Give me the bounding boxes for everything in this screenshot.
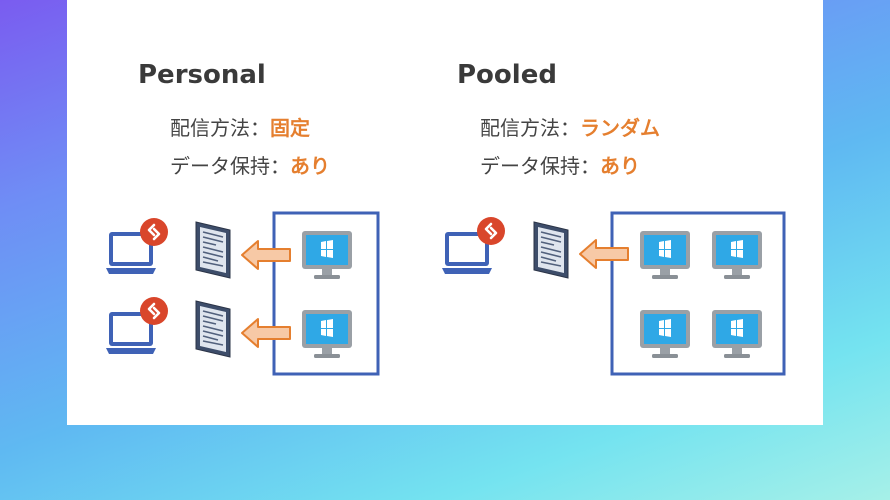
personal-arrow-1-icon — [241, 240, 291, 270]
pooled-delivery-value: ランダム — [580, 116, 660, 140]
personal-delivery-line: 配信方法：固定 — [170, 112, 310, 141]
personal-laptop-2 — [106, 295, 170, 354]
personal-data-line: データ保持：あり — [170, 150, 330, 179]
personal-arrow-2-icon — [241, 318, 291, 348]
pooled-vm-2-icon — [712, 231, 762, 279]
personal-session-document-2-icon — [195, 300, 231, 358]
personal-delivery-value: 固定 — [270, 116, 310, 140]
personal-data-value: あり — [290, 154, 330, 178]
pooled-data-line: データ保持：あり — [480, 150, 640, 179]
remote-desktop-icon — [138, 295, 170, 327]
remote-desktop-icon — [138, 216, 170, 248]
pooled-arrow-icon — [579, 239, 629, 269]
personal-heading: Personal — [138, 60, 266, 90]
remote-desktop-icon — [475, 215, 507, 247]
pooled-vm-1-icon — [640, 231, 690, 279]
personal-vm-1-icon — [302, 231, 352, 279]
pooled-vm-3-icon — [640, 310, 690, 358]
pooled-vm-4-icon — [712, 310, 762, 358]
pooled-delivery-label: 配信方法： — [480, 116, 580, 140]
personal-delivery-label: 配信方法： — [170, 116, 270, 140]
personal-host-pool-box — [272, 211, 380, 376]
personal-laptop-1 — [106, 216, 170, 274]
pooled-data-value: あり — [600, 154, 640, 178]
pooled-host-pool-box — [610, 211, 786, 376]
pooled-laptop — [442, 215, 507, 274]
pooled-delivery-line: 配信方法：ランダム — [480, 112, 660, 141]
pooled-session-document-icon — [533, 221, 569, 279]
pooled-heading: Pooled — [457, 60, 557, 90]
personal-data-label: データ保持： — [170, 154, 290, 178]
personal-session-document-1-icon — [195, 221, 231, 279]
pooled-data-label: データ保持： — [480, 154, 600, 178]
personal-vm-2-icon — [302, 310, 352, 358]
